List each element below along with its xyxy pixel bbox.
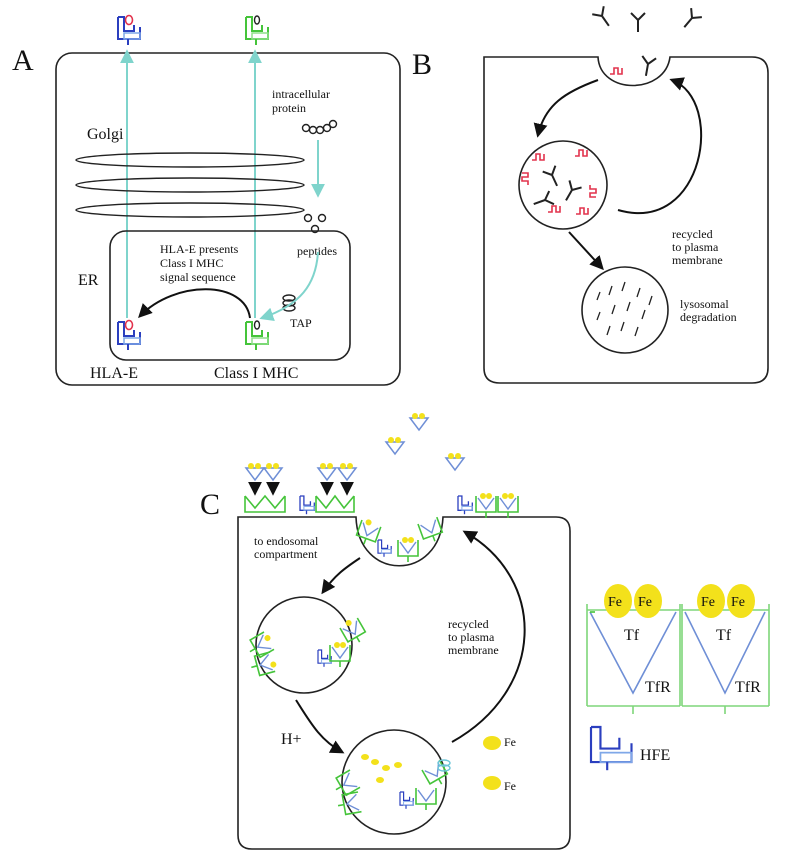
late-endosome	[341, 729, 447, 835]
hfe-surface	[457, 495, 473, 515]
tfr-legend-right	[681, 604, 770, 707]
fe-legend-label: Fe	[701, 595, 715, 610]
antibody-icon	[638, 54, 658, 79]
panel-b-cell	[483, 56, 769, 384]
degraded-fragments	[596, 281, 653, 337]
fe-label: Fe	[504, 779, 516, 793]
panel-b: B	[412, 5, 769, 384]
panel-c-letter: C	[200, 488, 220, 521]
golgi-cisterna	[75, 152, 305, 168]
iron-atom	[483, 776, 501, 790]
tf-diferric	[263, 462, 283, 481]
tf-legend-label: Tf	[624, 627, 640, 644]
tfr-empty	[315, 494, 355, 513]
iron-release-contents	[330, 754, 452, 817]
recycling-arrow	[451, 530, 526, 743]
tfr-legend-left	[586, 604, 681, 707]
panel-a-cell	[55, 52, 401, 386]
tfr-empty	[244, 494, 286, 513]
iron-atom	[483, 736, 501, 750]
antibody-icon	[630, 12, 646, 33]
fe-label: Fe	[504, 735, 516, 749]
tf-diferric	[385, 436, 405, 455]
tf-legend-left	[589, 611, 677, 695]
pit-receptor	[609, 67, 623, 75]
hfe-legend-label: HFE	[640, 747, 670, 764]
internalization-arrow	[533, 79, 599, 138]
lysosome	[581, 266, 669, 354]
tf-diferric	[337, 462, 357, 481]
internalization-arrow	[321, 557, 361, 595]
peptides-icon	[303, 213, 327, 234]
tfr-legend-label: TfR	[645, 679, 671, 696]
acidification-arrow	[295, 699, 345, 754]
panel-b-recycled-label: recycled to plasma membrane	[672, 227, 723, 267]
panel-a-letter: A	[12, 44, 34, 77]
degradation-arrow	[568, 231, 604, 271]
dmt1-transporter	[437, 759, 451, 772]
endosomal-label: to endosomal compartment	[254, 534, 321, 561]
endosome-contents	[521, 149, 597, 215]
panel-b-lysosomal-label: lysosomal degradation	[680, 297, 737, 324]
tf-diferric	[409, 412, 429, 431]
tfr-legend-label: TfR	[735, 679, 761, 696]
er-compartment	[109, 230, 351, 361]
surface-hla-e	[117, 14, 141, 46]
panel-c-cell	[237, 516, 571, 850]
golgi-cisterna	[75, 202, 305, 218]
recycling-arrow	[617, 77, 703, 214]
tap-label: TAP	[290, 316, 312, 330]
panel-c: C to endosomal compartment	[200, 412, 571, 850]
er-class-i-mhc	[245, 320, 269, 351]
surface-class-i-mhc	[245, 15, 269, 46]
tf-diferric	[245, 462, 265, 481]
hfe-legend-icon	[589, 725, 633, 771]
peptide-import-arrow	[259, 251, 319, 321]
panel-c-recycled-label: recycled to plasma membrane	[448, 617, 499, 657]
tf-legend-label: Tf	[716, 627, 732, 644]
tf-diferric	[445, 452, 465, 471]
tfr-loaded	[475, 493, 497, 519]
er-hla-e	[117, 319, 141, 351]
panel-a: A Golgi intracellular protein	[12, 14, 401, 386]
panel-b-letter: B	[412, 48, 432, 81]
tf-diferric	[317, 462, 337, 481]
legend: Fe Fe Fe Fe Tf Tf TfR TfR HFE	[586, 584, 770, 771]
h-plus-label: H+	[281, 731, 302, 748]
tfr-loaded	[497, 493, 519, 519]
fe-legend-dot	[634, 584, 662, 618]
golgi-cisterna	[75, 177, 305, 193]
tf-legend-right	[684, 611, 766, 695]
fe-legend-label: Fe	[608, 595, 622, 610]
fe-legend-dot	[697, 584, 725, 618]
er-label: ER	[78, 272, 99, 289]
signal-sequence-arrow	[138, 288, 251, 319]
peptides-label: peptides	[297, 244, 337, 258]
antibody-icon	[677, 7, 703, 33]
early-endosome	[255, 596, 353, 694]
fe-legend-label: Fe	[638, 595, 652, 610]
fe-legend-label: Fe	[731, 595, 745, 610]
antibody-icon	[591, 5, 616, 31]
fe-legend-dot	[604, 584, 632, 618]
endosome	[518, 140, 608, 230]
endosome-complexes	[244, 617, 370, 678]
golgi-label: Golgi	[87, 126, 124, 143]
fe-legend-dot	[727, 584, 755, 618]
protein-chain	[301, 119, 338, 135]
hfe-surface	[299, 495, 315, 515]
pit-complexes	[353, 516, 446, 563]
intracellular-protein-label: intracellular protein	[272, 87, 333, 115]
class-i-mhc-label: Class I MHC	[214, 365, 298, 382]
hla-e-label: HLA-E	[90, 365, 138, 382]
hla-e-note: HLA-E presents Class I MHC signal sequen…	[160, 242, 241, 284]
